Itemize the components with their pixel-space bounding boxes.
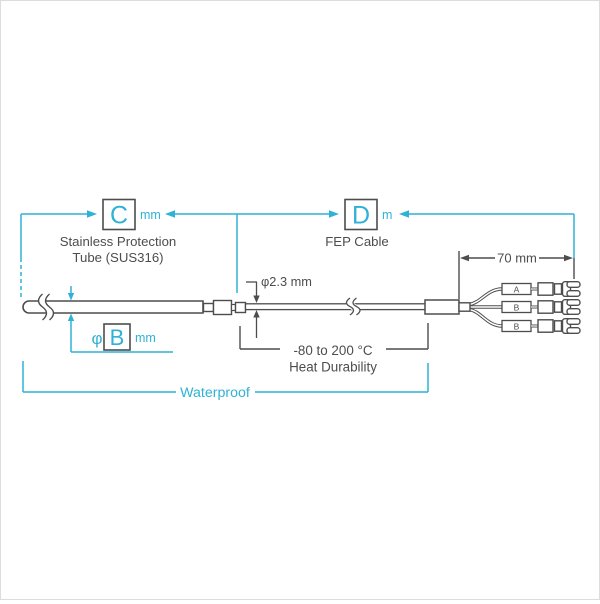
stainless-tube	[22, 300, 204, 314]
wire-terminal-row: B	[501, 317, 581, 335]
dimension-c-unit: mm	[140, 208, 161, 222]
dimension-b-letter: B	[110, 325, 125, 350]
transition-square	[234, 301, 247, 314]
tube-break-symbol	[37, 290, 55, 324]
waterproof-label: Waterproof	[180, 385, 250, 401]
dimension-cable-diameter: φ2.3 mm	[246, 274, 312, 338]
dimension-70mm-label: 70 mm	[497, 251, 537, 266]
fep-cable	[244, 303, 427, 311]
dimension-70mm: 70 mm	[458, 251, 575, 299]
dimension-c-d-lines	[20, 213, 575, 300]
wire-terminal-row: B	[501, 298, 581, 316]
dimension-d-letter: D	[352, 202, 370, 230]
wire-label: B	[514, 321, 520, 331]
wire-label: A	[514, 284, 520, 294]
probe-body	[22, 287, 503, 328]
dimension-cable-diameter-label: φ2.3 mm	[261, 274, 312, 289]
cable-caption: FEP Cable	[325, 234, 389, 249]
tube-caption-line2: Tube (SUS316)	[72, 250, 163, 265]
cable-break-symbol	[345, 295, 361, 318]
heat-durability-line2: Heat Durability	[289, 360, 377, 375]
dimension-c-symbol: C mm	[102, 198, 161, 231]
dimension-b-unit: mm	[135, 331, 156, 345]
cable-junction-sleeve	[424, 299, 460, 315]
dimension-d-symbol: D m	[344, 198, 392, 231]
transition-neck	[202, 302, 215, 313]
lead-wires	[468, 287, 503, 328]
dimension-b-prefix: φ	[91, 329, 102, 348]
heat-durability-bracket: -80 to 200 °C Heat Durability	[239, 323, 429, 375]
wire-terminal-row: A	[501, 280, 581, 298]
cable-junction-tip	[458, 302, 471, 312]
tube-caption-line1: Stainless Protection	[60, 234, 177, 249]
dimension-d-unit: m	[382, 208, 392, 222]
wire-label: B	[514, 302, 520, 312]
dimension-c-d-arrowheads	[87, 210, 409, 218]
dimension-b: φ B mm	[67, 286, 173, 353]
terminal-rows: A B B	[501, 280, 581, 335]
transition-sleeve	[212, 299, 233, 316]
heat-durability-line1: -80 to 200 °C	[293, 343, 372, 358]
dimension-c-letter: C	[110, 202, 128, 230]
waterproof-bracket: Waterproof	[22, 361, 429, 401]
